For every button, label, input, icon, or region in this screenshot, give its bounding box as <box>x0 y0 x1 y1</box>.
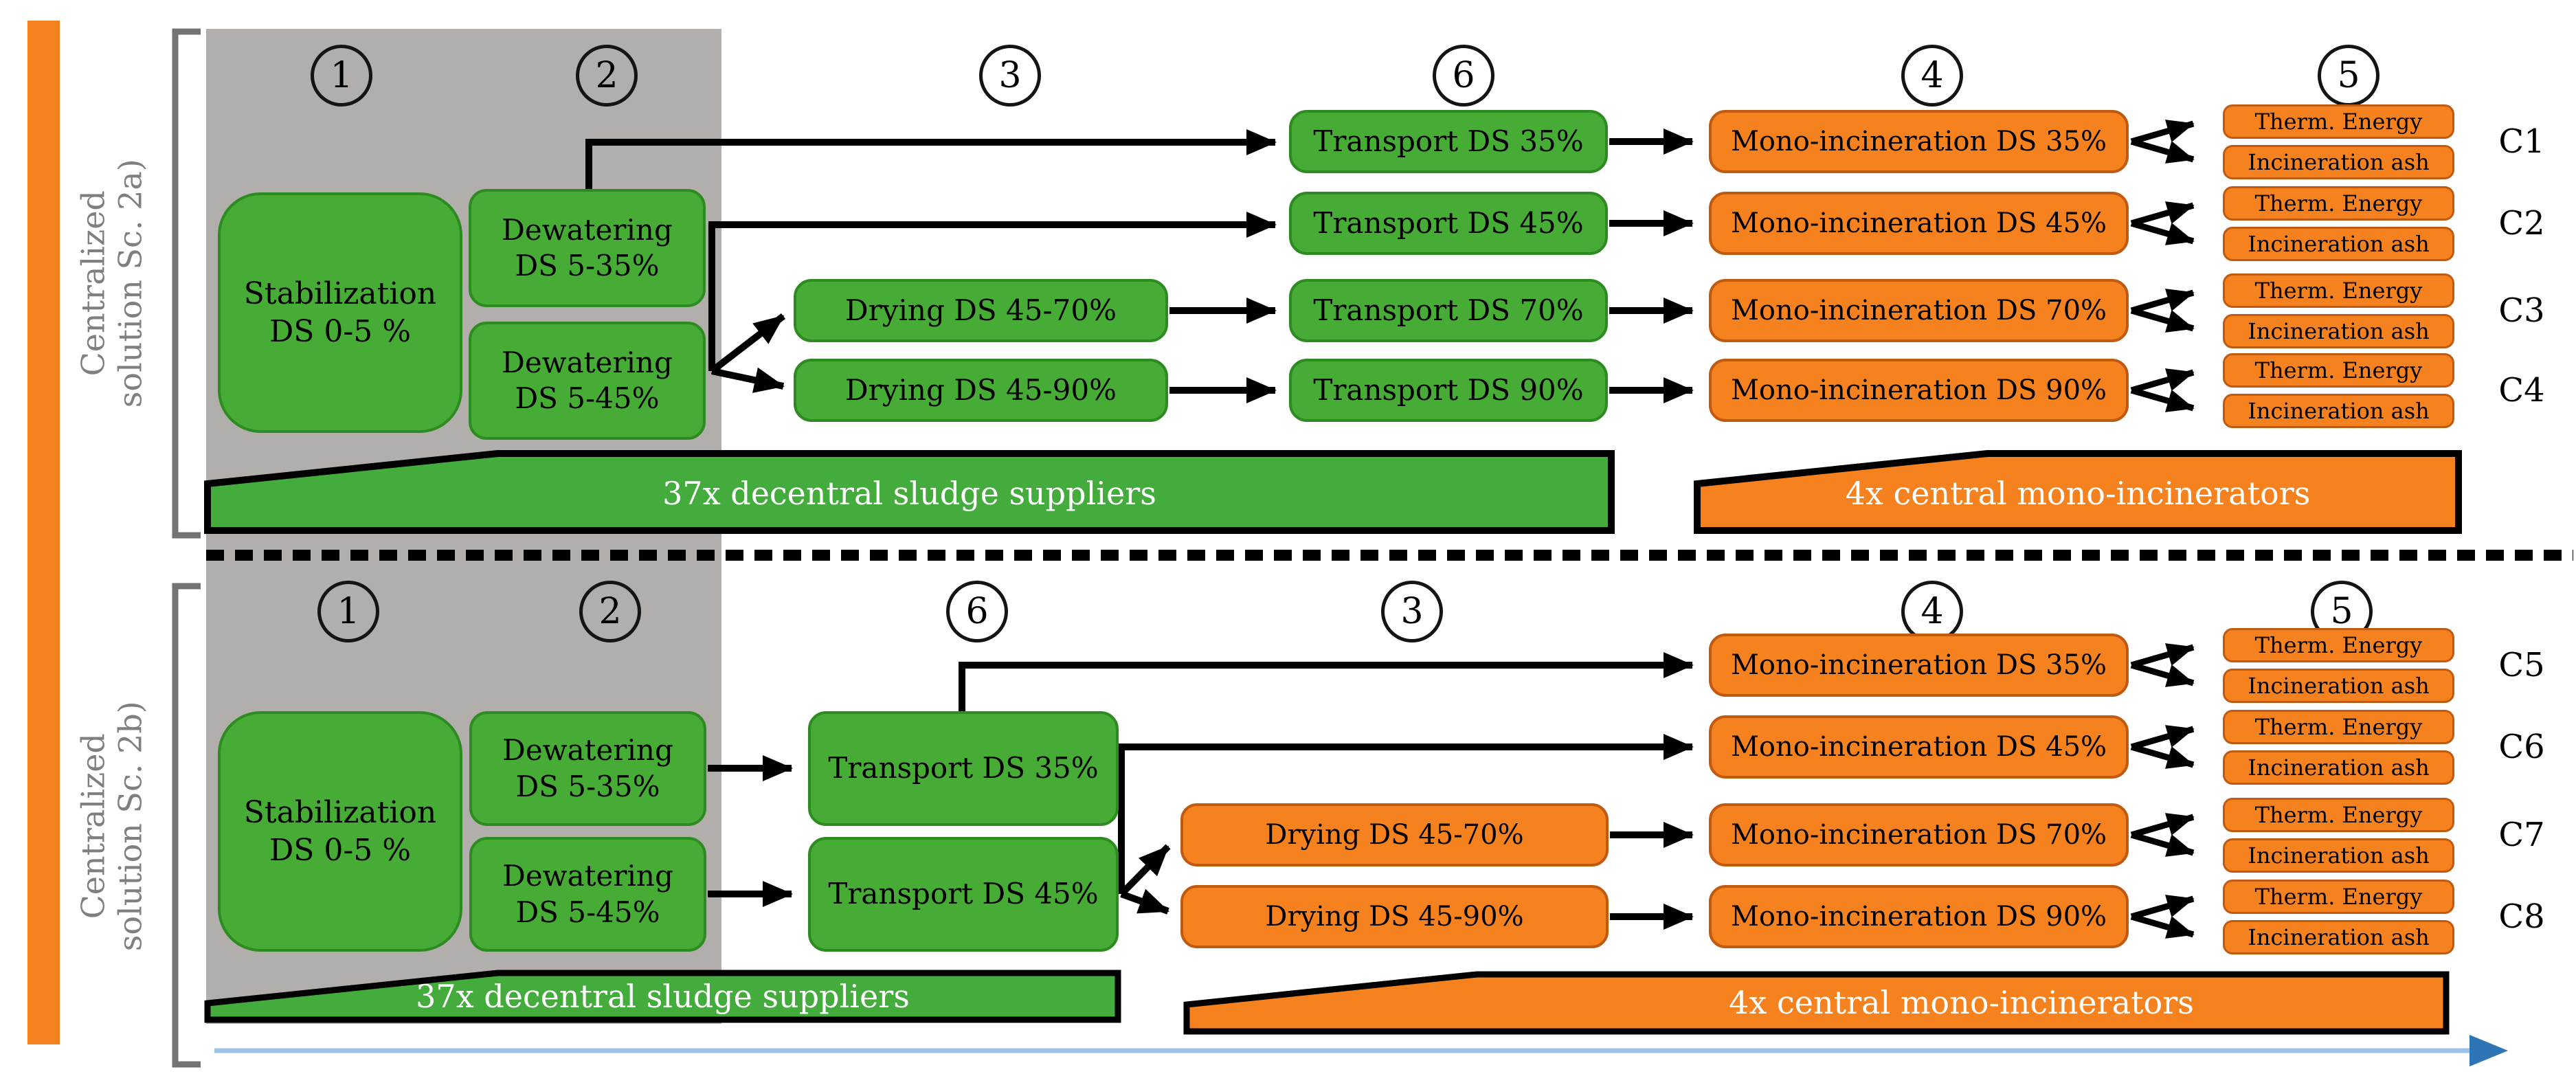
incineration-ash-box: Incineration ash <box>2223 920 2454 954</box>
output-arrow <box>2130 387 2195 412</box>
mono-incineration-box-a3: Mono-incineration DS 70% <box>1709 279 2129 342</box>
mono-incineration-box-b1: Mono-incineration DS 35% <box>1709 634 2129 697</box>
mono-incineration-box-a4: Mono-incineration DS 90% <box>1709 359 2129 422</box>
step-circle-a1: 1 <box>311 45 372 107</box>
thermal-energy-box: Therm. Energy <box>2223 273 2454 308</box>
transport-box-a3: Transport DS 70% <box>1289 279 1608 342</box>
thermal-energy-box: Therm. Energy <box>2223 798 2454 832</box>
timeline-arrowhead-icon <box>2469 1035 2508 1066</box>
thermal-energy-box: Therm. Energy <box>2223 710 2454 744</box>
incineration-ash-box: Incineration ash <box>2223 145 2454 179</box>
output-arrow <box>2130 643 2195 669</box>
suppliers-banner-b-label: 37x decentral sludge suppliers <box>416 978 910 1015</box>
output-arrow <box>2130 289 2195 314</box>
drying-box-a1: Drying DS 45-70% <box>794 279 1168 342</box>
chain-label-c8: C8 <box>2498 897 2545 936</box>
incineration-ash-box: Incineration ash <box>2223 838 2454 873</box>
chain-label-c6: C6 <box>2498 728 2545 766</box>
scenario-a-bracket <box>172 28 201 539</box>
flow-arrow <box>710 367 785 393</box>
thermal-energy-box: Therm. Energy <box>2223 628 2454 662</box>
suppliers-banner-a-label: 37x decentral sludge suppliers <box>662 475 1156 512</box>
left-accent-bar <box>27 21 60 1044</box>
output-arrow <box>2130 138 2195 164</box>
output-arrow <box>2130 120 2195 145</box>
step-circle-a4: 4 <box>1901 45 1963 107</box>
thermal-energy-box: Therm. Energy <box>2223 104 2454 139</box>
flow-arrow <box>959 652 1694 713</box>
output-arrow <box>2130 831 2195 857</box>
flow-arrow <box>1119 844 1171 897</box>
output-arrow <box>2130 307 2195 333</box>
output-arrow <box>2130 913 2195 939</box>
step-circle-b3: 3 <box>1381 581 1443 642</box>
step-circle-b6: 6 <box>946 581 1008 642</box>
drying-box-a2: Drying DS 45-90% <box>794 359 1168 422</box>
output-arrow <box>2130 201 2195 227</box>
scenario-b-bracket <box>172 583 201 1068</box>
thermal-energy-box: Therm. Energy <box>2223 880 2454 914</box>
thermal-energy-box: Therm. Energy <box>2223 353 2454 388</box>
incineration-ash-box: Incineration ash <box>2223 394 2454 428</box>
step-circle-a6: 6 <box>1433 45 1494 107</box>
step-circle-a3: 3 <box>979 45 1041 107</box>
output-arrow <box>2130 743 2195 769</box>
chain-label-c5: C5 <box>2498 646 2545 684</box>
mono-incineration-box-a2: Mono-incineration DS 45% <box>1709 192 2129 255</box>
transport-box-a2: Transport DS 45% <box>1289 192 1608 255</box>
output-arrow <box>2130 368 2195 394</box>
flow-arrow <box>709 313 786 374</box>
incinerators-banner-a <box>1694 450 2462 534</box>
flow-arrow <box>585 129 1277 190</box>
incineration-ash-box: Incineration ash <box>2223 669 2454 703</box>
transport-box-b1: Transport DS 35% <box>808 711 1119 826</box>
step-circle-a5: 5 <box>2318 45 2379 107</box>
thermal-energy-box: Therm. Energy <box>2223 186 2454 221</box>
flow-arrow <box>1120 888 1169 915</box>
chain-label-c4: C4 <box>2498 371 2545 410</box>
chain-label-c7: C7 <box>2498 816 2545 854</box>
chain-label-c3: C3 <box>2498 291 2545 330</box>
incineration-ash-box: Incineration ash <box>2223 227 2454 261</box>
output-arrow <box>2130 662 2195 687</box>
output-arrow <box>2130 220 2195 245</box>
transport-box-a1: Transport DS 35% <box>1289 110 1608 173</box>
transport-box-a4: Transport DS 90% <box>1289 359 1608 422</box>
output-arrow <box>2130 725 2195 750</box>
output-arrow <box>2130 895 2195 920</box>
incinerators-banner-a-label: 4x central mono-incinerators <box>1845 475 2311 512</box>
flow-arrow <box>1118 734 1694 894</box>
mono-incineration-box-b4: Mono-incineration DS 90% <box>1709 885 2129 948</box>
drying-box-b2: Drying DS 45-90% <box>1180 885 1609 948</box>
mono-incineration-box-a1: Mono-incineration DS 35% <box>1709 110 2129 173</box>
step-circle-a2: 2 <box>576 45 638 107</box>
mono-incineration-box-b2: Mono-incineration DS 45% <box>1709 715 2129 779</box>
incinerators-banner-b-label: 4x central mono-incinerators <box>1729 984 2194 1021</box>
incineration-ash-box: Incineration ash <box>2223 314 2454 348</box>
incinerators-banner-b <box>1183 971 2450 1035</box>
output-arrow <box>2130 813 2195 838</box>
chain-label-c2: C2 <box>2498 204 2545 243</box>
suppliers-banner-b <box>204 970 1121 1023</box>
suppliers-banner-a <box>204 450 1615 534</box>
drying-box-b1: Drying DS 45-70% <box>1180 803 1609 866</box>
mono-incineration-box-b3: Mono-incineration DS 70% <box>1709 803 2129 866</box>
chain-label-c1: C1 <box>2498 122 2545 161</box>
step-circle-b2: 2 <box>579 581 641 642</box>
incineration-ash-box: Incineration ash <box>2223 750 2454 785</box>
flow-arrow <box>708 212 1277 371</box>
transport-box-b2: Transport DS 45% <box>808 837 1119 952</box>
step-circle-b1: 1 <box>317 581 379 642</box>
